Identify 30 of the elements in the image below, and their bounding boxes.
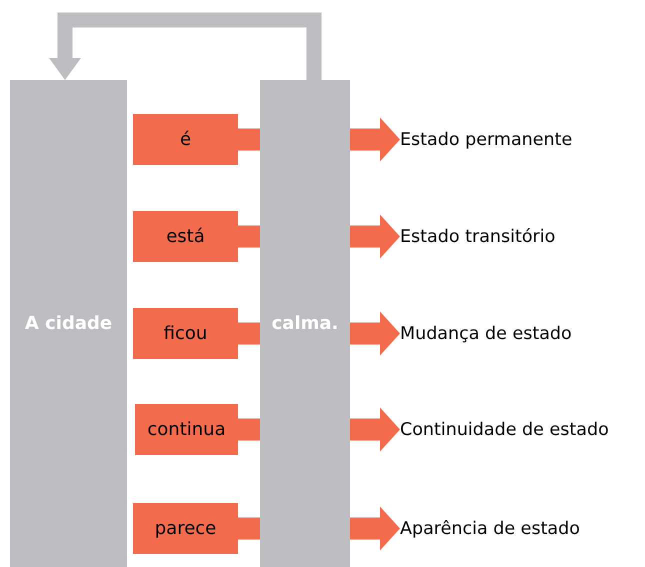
connector bbox=[238, 226, 260, 248]
arrow bbox=[350, 408, 400, 452]
connector bbox=[238, 128, 260, 150]
word-label: parece bbox=[154, 518, 216, 539]
category-label: Continuidade de estado bbox=[400, 420, 609, 440]
word-label: A cidade bbox=[24, 313, 112, 334]
category-label: Mudança de estado bbox=[400, 324, 572, 344]
verb-box bbox=[133, 114, 238, 165]
arrow bbox=[350, 506, 400, 550]
word-label: ficou bbox=[164, 323, 208, 344]
word-label: é bbox=[180, 129, 192, 150]
arrow bbox=[350, 312, 400, 356]
word-label: está bbox=[166, 226, 205, 247]
category-label: Estado transitório bbox=[400, 226, 556, 246]
category-label: Estado permanente bbox=[400, 130, 572, 150]
verb-box bbox=[133, 503, 238, 554]
word-label: calma. bbox=[272, 313, 338, 334]
column-block bbox=[260, 80, 350, 567]
arrow bbox=[350, 214, 400, 258]
column-block bbox=[10, 80, 127, 567]
arrow bbox=[49, 12, 322, 80]
verb-box bbox=[133, 308, 238, 359]
category-label: Aparência de estado bbox=[400, 518, 580, 538]
arrow bbox=[350, 118, 400, 162]
verb-box bbox=[133, 211, 238, 262]
verb-box bbox=[135, 404, 238, 455]
connector bbox=[238, 418, 260, 440]
connector bbox=[238, 518, 260, 540]
connector bbox=[238, 322, 260, 344]
word-label: continua bbox=[147, 419, 226, 440]
